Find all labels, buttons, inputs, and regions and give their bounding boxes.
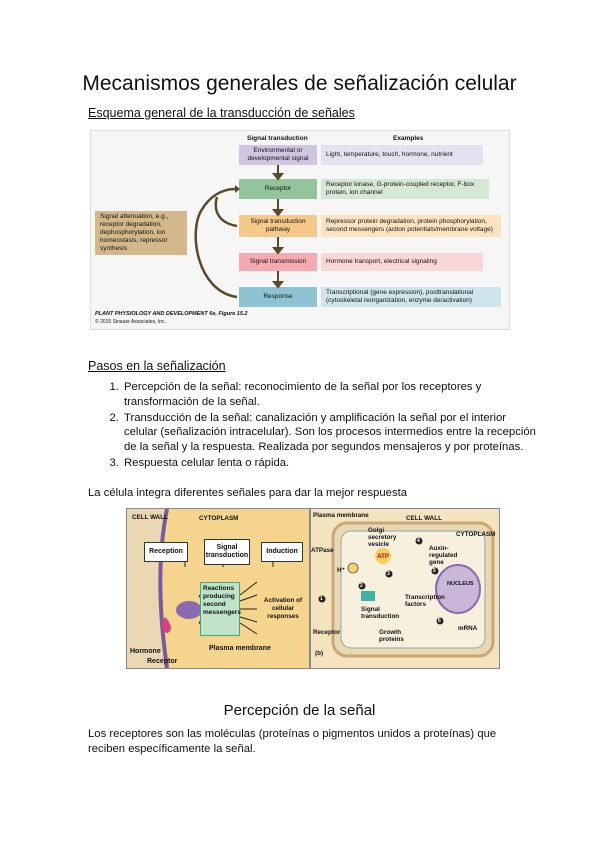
activation-label: Activation of cellular responses — [263, 597, 303, 620]
list-item: Percepción de la señal: reconocimiento d… — [122, 380, 542, 410]
induction-box: Induction — [261, 542, 303, 562]
cell-wall-label: CELL WALL — [132, 514, 168, 521]
step-number: 1 — [320, 596, 323, 602]
reactions-box: Reactions producing second messengers — [200, 582, 241, 636]
steps-list: Percepción de la señal: reconocimiento d… — [104, 380, 542, 472]
figure-caption: PLANT PHYSIOLOGY AND DEVELOPMENT 6e, Fig… — [95, 311, 248, 317]
atp-label: ATP — [377, 553, 390, 560]
box-transduction-pathway: Signal transduction pathway — [239, 215, 317, 237]
panel-label: (b) — [315, 650, 324, 657]
h-plus-label: H⁺ — [337, 567, 345, 574]
integration-text: La célula integra diferentes señales par… — [88, 487, 408, 499]
cytoplasm-label: CYTOPLASM — [199, 515, 239, 522]
hormone-label: Hormone — [130, 648, 161, 655]
auxin-gene-label: Auxin-regulated gene — [429, 545, 458, 566]
example-transduction: Repressor protein degradation, protein p… — [321, 215, 501, 237]
example-receptor: Receptor kinase, G-protein-coupled recep… — [321, 179, 489, 199]
col-signal-transduction: Signal transduction — [247, 135, 308, 142]
box-receptor: Receptor — [239, 179, 317, 199]
example-environmental: Light, temperature, touch, hormone, nutr… — [321, 145, 483, 165]
list-item: Transducción de la señal: canalización y… — [122, 411, 542, 455]
box-signal-transmission: Signal transmission — [239, 253, 317, 271]
box-environmental-signal: Environmental or developmental signal — [239, 145, 317, 165]
golgi-label: Golgi secretory vesicle — [368, 527, 397, 548]
growth-proteins-label: Growth proteins — [379, 629, 404, 643]
step-number: 4 — [417, 538, 420, 544]
plasma-membrane-label: Plasma membrane — [313, 512, 369, 519]
reception-box: Reception — [144, 542, 188, 562]
step-number: 5 — [433, 568, 436, 574]
example-response: Transcriptional (gene expression), postt… — [321, 287, 501, 307]
step-number: 2 — [360, 583, 363, 589]
signaling-diagram-a: CELL WALL CYTOPLASM Reception Signal tra… — [126, 508, 310, 669]
signal-transduction-label: Signal transduction — [361, 606, 400, 620]
col-examples: Examples — [393, 135, 424, 142]
transcription-factors-label: Transcription factors — [405, 594, 445, 608]
example-transmission: Hormone transport, electrical signaling — [321, 253, 483, 271]
figure-copyright: © 2015 Sinauer Associates, Inc. — [95, 319, 166, 325]
cell-wall-label: CELL WALL — [406, 515, 442, 522]
flow-arrows — [194, 165, 285, 299]
section-heading-steps: Pasos en la señalización — [88, 359, 226, 373]
step-number: 3 — [387, 571, 390, 577]
signaling-diagram-b: Plasma membrane CELL WALL Golgi secretor… — [310, 508, 500, 669]
page-title: Mecanismos generales de señalización cel… — [82, 72, 517, 95]
receptor-label: Receptor — [313, 629, 341, 636]
section-heading-transduction: Esquema general de la transducción de se… — [88, 106, 355, 120]
box-signal-attenuation: Signal attenuation, e.g., receptor degra… — [95, 211, 187, 255]
signal-transduction-figure: Signal transduction Examples Environment… — [90, 130, 510, 330]
receptor-label: Receptor — [147, 658, 178, 665]
nucleus-label: NUCLEUS — [447, 581, 474, 587]
perception-text: Los receptores son las moléculas (proteí… — [88, 728, 497, 755]
list-item: Respuesta celular lenta o rápida. — [122, 456, 542, 471]
cytoplasm-label: CYTOPLASM — [456, 531, 496, 538]
cell-shape — [318, 521, 495, 658]
section-heading-perception: Percepción de la señal — [223, 702, 376, 719]
transduction-box: Signal transduction — [204, 539, 250, 565]
step-number: 6 — [438, 618, 441, 624]
box-response: Response — [239, 287, 317, 307]
plasma-membrane-label: Plasma membrane — [209, 645, 271, 652]
mrna-label: mRNA — [458, 625, 478, 632]
atpase-label: ATPase — [311, 547, 334, 554]
